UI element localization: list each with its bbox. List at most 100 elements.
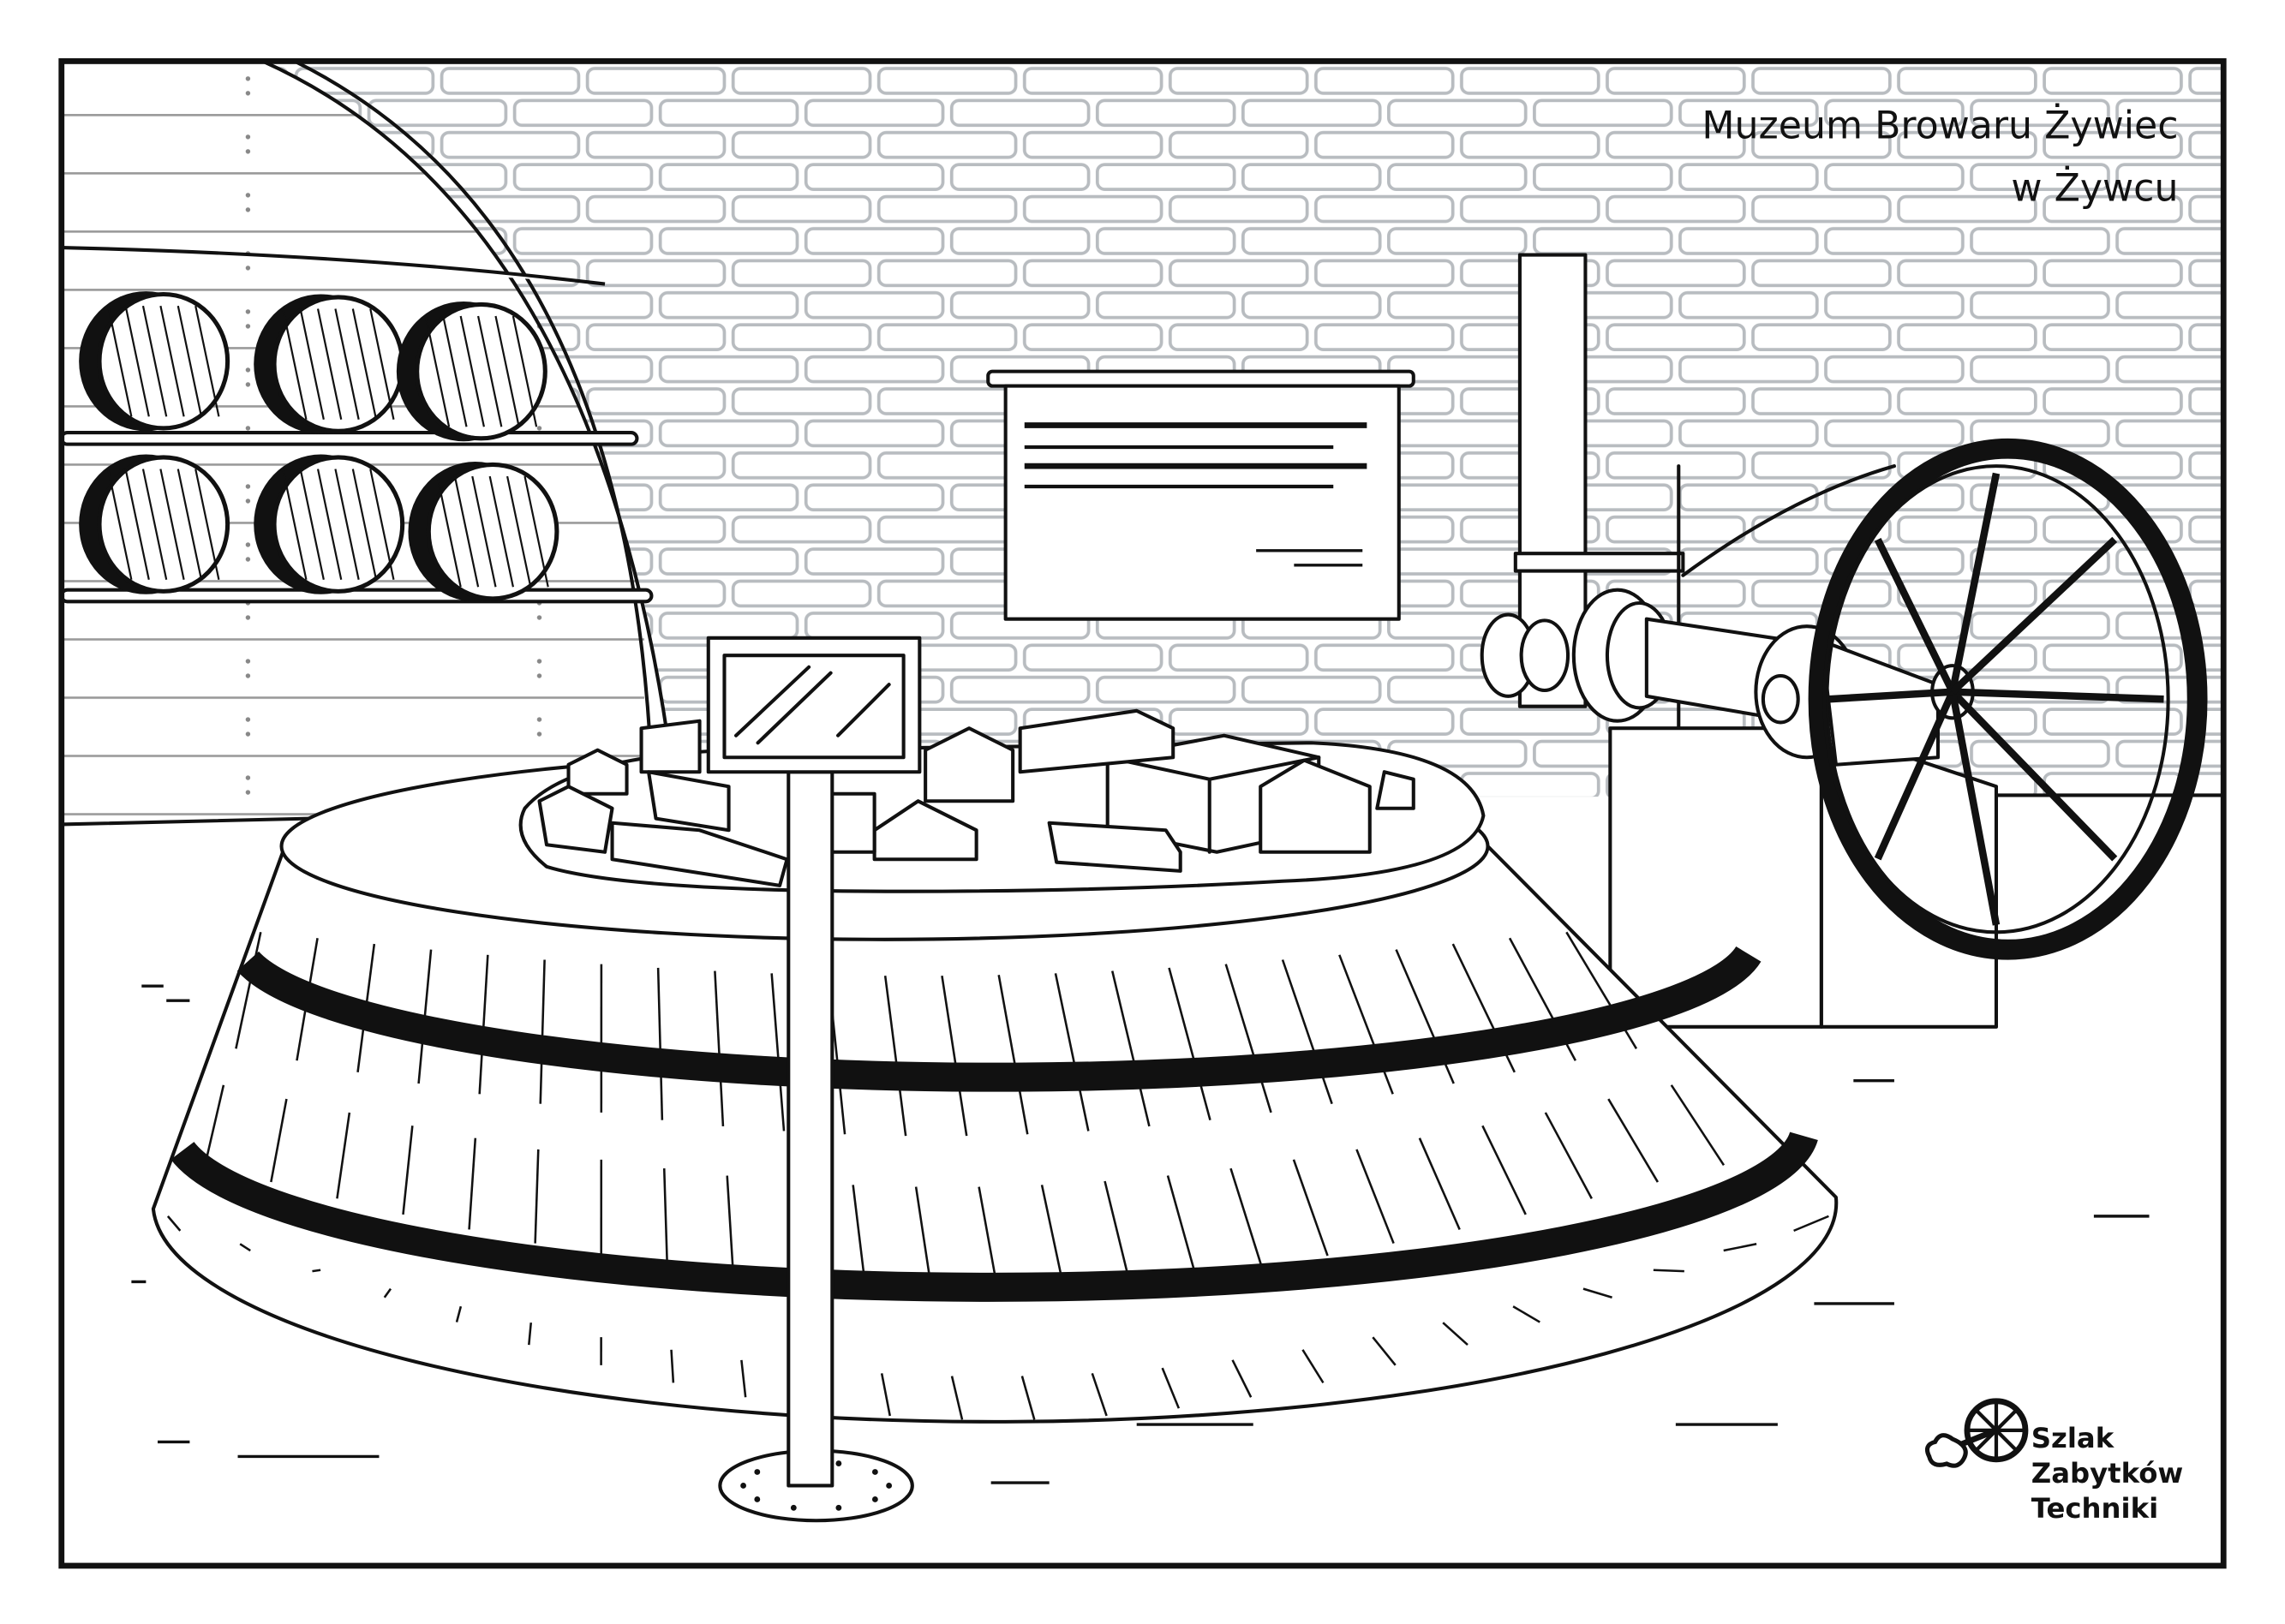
vat-stave	[478, 954, 489, 1095]
vat-stave	[670, 1349, 675, 1383]
bolt-hole	[886, 1483, 893, 1489]
vat-stave	[1481, 1125, 1527, 1215]
bolt-hole	[790, 1504, 797, 1511]
barrel-stave	[124, 305, 150, 417]
flywheel-spoke	[1948, 472, 2001, 693]
logo-line-1: Szlak	[2031, 1422, 2115, 1454]
barrel-lid	[272, 455, 405, 594]
vat-stave	[1442, 1322, 1469, 1346]
barrel-stave	[299, 469, 325, 581]
vat-stave	[1544, 1112, 1593, 1199]
vat-stave	[726, 1175, 735, 1275]
barrel-stave	[316, 469, 343, 581]
steam-engine	[1480, 253, 1999, 1029]
barrel-stave	[351, 469, 378, 581]
barrel-stave	[511, 315, 538, 427]
vat-stave	[402, 1125, 414, 1215]
vat-stave	[1607, 1098, 1660, 1183]
info-board	[986, 369, 1415, 621]
vat-stave	[336, 1112, 351, 1199]
vat-stave	[534, 1149, 540, 1244]
vat-stave	[1168, 967, 1211, 1121]
vat-stave	[1110, 970, 1151, 1127]
barrel-stave	[334, 469, 360, 581]
bolt-hole	[871, 1469, 878, 1475]
town-model	[518, 708, 1486, 893]
flywheel-spoke	[1952, 688, 2164, 703]
bolt-hole	[835, 1460, 842, 1466]
vat-stave	[1104, 1180, 1131, 1282]
barrel-stave	[453, 475, 480, 588]
vat-stave	[312, 1269, 321, 1273]
barrel-stave	[334, 308, 360, 420]
vat-stave	[914, 1186, 933, 1289]
vat-stave	[528, 1322, 533, 1346]
vat-stave	[1224, 964, 1272, 1114]
barrel-stave	[494, 315, 520, 427]
vat-stave	[662, 1168, 669, 1267]
barrel-stave	[176, 469, 203, 581]
vat-stave	[978, 1186, 999, 1289]
barrel-lid	[415, 302, 547, 441]
barrel-stave	[141, 305, 168, 417]
vat-stave	[383, 1287, 392, 1299]
barrel-stave	[369, 469, 395, 581]
vat-stave	[166, 1215, 182, 1232]
vat-stave	[950, 1376, 964, 1420]
flywheel-spoke	[1948, 690, 2001, 926]
vat-stave	[770, 973, 786, 1131]
barrel-stave	[424, 315, 451, 427]
barrel-stave	[471, 475, 497, 588]
vat-stave	[1231, 1359, 1253, 1398]
barrel-stave	[107, 469, 133, 581]
barrel-stave	[159, 469, 185, 581]
steam-wheel-icon	[1924, 1398, 2029, 1468]
logo-line-3: Techniki	[2031, 1492, 2158, 1525]
vat-stave	[1161, 1367, 1181, 1409]
flywheel-spoke	[1828, 688, 1953, 703]
vat-stave	[1582, 1287, 1612, 1299]
barrel-stave	[194, 469, 220, 581]
vat-stave	[455, 1305, 463, 1322]
barrel-stave	[282, 469, 308, 581]
vat-stave	[1418, 1137, 1461, 1230]
vat-stave	[1040, 1185, 1065, 1287]
barrel-stave	[459, 315, 485, 427]
barrel-stave	[282, 308, 308, 420]
title-line-1: Muzeum Browaru Żywiec	[1702, 104, 2178, 148]
barrel-stave	[523, 475, 549, 588]
vat-stave	[1091, 1372, 1108, 1417]
vat-stave	[1020, 1376, 1036, 1420]
barrel-stave	[316, 308, 343, 420]
barrel-stave	[176, 305, 203, 417]
vat-stave	[1723, 1243, 1757, 1252]
flywheel-spoke	[1950, 536, 2118, 695]
barrel-stave	[369, 308, 395, 420]
vat-stave	[1793, 1215, 1829, 1233]
bolt-hole	[835, 1504, 842, 1511]
vat-stave	[1653, 1269, 1684, 1273]
barrel-stave	[107, 305, 133, 417]
barrel-stave	[194, 305, 220, 417]
vat-stave	[1512, 1305, 1540, 1323]
vat-stave	[204, 1084, 225, 1166]
logo-line-2: Zabytków	[2031, 1457, 2183, 1490]
vat-stave	[997, 975, 1029, 1135]
vat-stave	[1166, 1175, 1197, 1276]
vat-stave	[1054, 973, 1090, 1131]
bolt-hole	[740, 1483, 746, 1489]
page-frame	[58, 58, 2227, 1569]
barrels	[79, 291, 559, 602]
barrel-stave	[299, 308, 325, 420]
vat-stave	[883, 976, 907, 1137]
title-line-2: w Żywcu	[2011, 166, 2178, 211]
barrel-stave	[124, 469, 150, 581]
vat-stave	[1281, 959, 1333, 1105]
barrel-lid	[272, 295, 405, 433]
flywheel	[1808, 438, 2208, 960]
vat-stave	[1355, 1149, 1395, 1245]
barrel-stave	[436, 475, 462, 588]
barrel-stave	[141, 469, 168, 581]
barrel-stave	[159, 305, 185, 417]
